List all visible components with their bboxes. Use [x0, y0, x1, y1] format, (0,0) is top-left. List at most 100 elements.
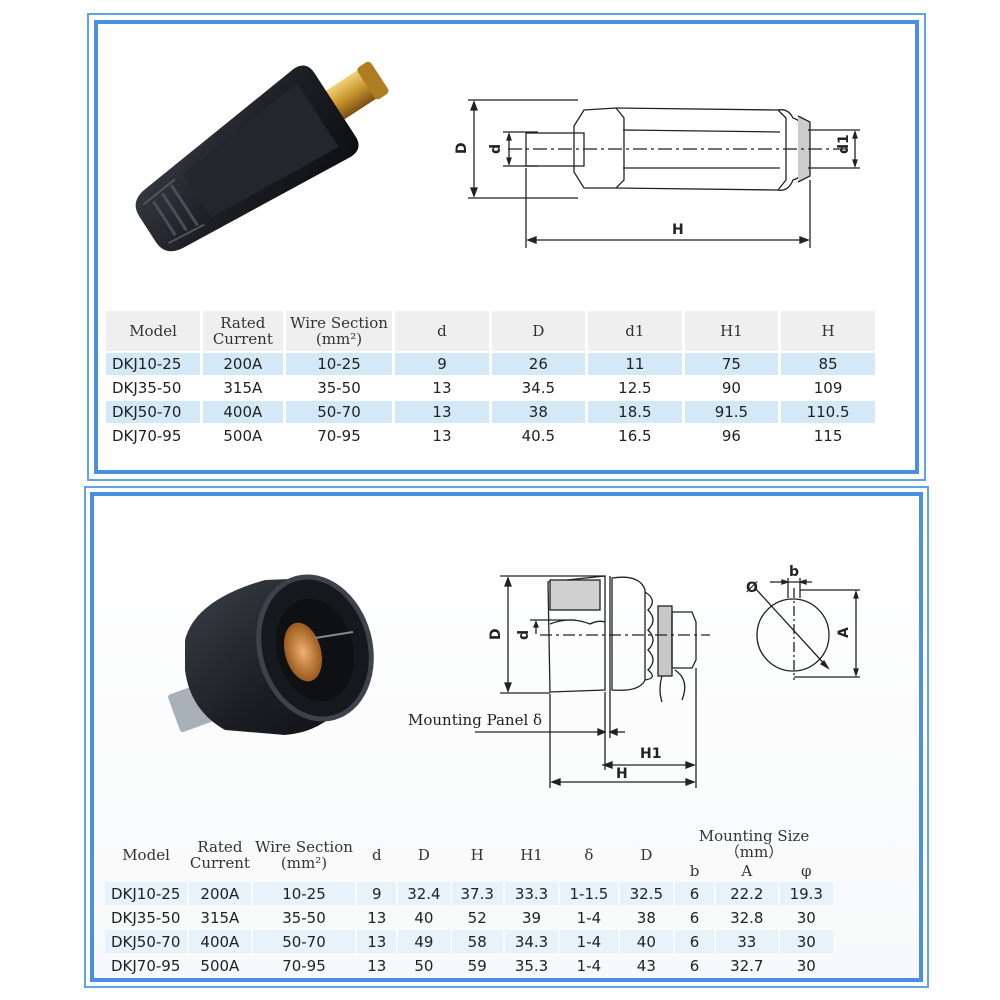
cell-wire-section: 70-95	[282, 956, 326, 975]
cell-model: DKJ50-70	[106, 401, 201, 423]
cell-d: 13	[395, 401, 489, 423]
cell-H1: 35.3	[514, 956, 549, 975]
cell-wire-section: 35-50	[317, 379, 361, 397]
cell-d: 13	[432, 427, 452, 445]
cell-phi: 30	[796, 956, 816, 975]
cell-d: 9	[357, 882, 397, 905]
cell-d: 9	[395, 353, 489, 375]
label-mounting-panel: Mounting Panel δ	[408, 711, 542, 729]
cell-rated-current: 200A	[189, 882, 251, 905]
cell-D: 50	[414, 956, 434, 975]
label-d: d	[488, 144, 504, 154]
cell-H: 115	[813, 427, 843, 445]
cell-H: 59	[467, 956, 487, 975]
label-H: H	[672, 222, 684, 238]
cell-model: DKJ70-95	[111, 956, 181, 975]
female-socket-photo	[168, 574, 374, 735]
header-wire-section: Wire Section(mm²)	[255, 837, 353, 872]
male-plug-photo	[135, 61, 389, 252]
table-row: DKJ50-70 400A 50-70 13 49 58 34.3 1-4 40…	[105, 930, 833, 953]
cell-model: DKJ50-70	[105, 930, 188, 953]
cell-rated-current: 400A	[203, 401, 283, 423]
label-phi: Ø	[746, 580, 758, 596]
cell-H1: 39	[521, 908, 542, 927]
header-model: Model	[122, 845, 170, 864]
cell-model: DKJ70-95	[112, 427, 182, 445]
cell-A: 22.2	[715, 882, 778, 905]
header-phi: φ	[801, 862, 812, 880]
cell-H1: 91.5	[684, 401, 779, 423]
cell-d1: 11	[588, 353, 682, 375]
header-H: H	[470, 845, 484, 864]
cell-A: 33	[715, 930, 778, 953]
cell-b: 6	[675, 882, 714, 905]
cell-delta: 1-1.5	[560, 882, 618, 905]
cell-D2: 43	[636, 956, 656, 975]
cell-d: 13	[357, 930, 397, 953]
table-row: DKJ70-95 500A 70-95 13 40.5 16.5 96 115	[106, 425, 875, 447]
cell-d: 13	[432, 379, 452, 397]
cell-H1: 33.3	[504, 882, 559, 905]
table-row: DKJ10-25 200A 10-25 9 26 11 75 85	[106, 353, 875, 375]
header-b: b	[689, 862, 700, 880]
cell-D: 26	[491, 353, 586, 375]
label-b: b	[789, 564, 799, 580]
table-row: DKJ70-95 500A 70-95 13 50 59 35.3 1-4 43…	[105, 954, 833, 977]
cell-H1: 34.3	[504, 930, 559, 953]
cell-phi: 30	[779, 930, 833, 953]
header-D2: D	[640, 845, 653, 864]
male-plug-dimension-diagram: D d d1 H	[454, 99, 860, 248]
header-H1: H1	[520, 845, 543, 864]
cell-wire-section: 50-70	[285, 401, 393, 423]
label-H1: H1	[640, 746, 661, 762]
cell-rated-current: 500A	[223, 427, 263, 445]
cell-D2: 40	[619, 930, 673, 953]
cell-b: 6	[689, 908, 700, 927]
cell-wire-section: 70-95	[317, 427, 361, 445]
female-socket-dimension-diagram: D d H1 H Mounting Panel δ Ø b A	[408, 564, 860, 788]
cell-H: 110.5	[781, 401, 875, 423]
cell-D: 40.5	[521, 427, 556, 445]
cell-d1: 18.5	[588, 401, 682, 423]
cell-A: 32.8	[730, 908, 764, 927]
label-d1: d1	[836, 134, 852, 154]
cell-model: DKJ35-50	[111, 908, 181, 927]
cell-d1: 12.5	[618, 379, 652, 397]
header-mounting-size: Mounting Size（mm）	[698, 827, 810, 861]
cell-rated-current: 500A	[200, 956, 240, 975]
bottom-panel-outer-frame	[84, 486, 929, 988]
cell-wire-section: 10-25	[252, 882, 356, 905]
cell-wire-section: 10-25	[285, 353, 393, 375]
table-subheader-row: b A φ	[105, 861, 833, 881]
cell-H1: 96	[721, 427, 741, 445]
header-H: H	[781, 311, 875, 351]
cell-rated-current: 400A	[189, 930, 251, 953]
cell-model: DKJ35-50	[112, 379, 182, 397]
cell-phi: 19.3	[779, 882, 833, 905]
header-D: D	[417, 845, 430, 864]
cell-d: 13	[367, 956, 387, 975]
table-row: DKJ35-50 315A 35-50 13 40 52 39 1-4 38 6…	[105, 906, 833, 929]
header-d: d	[395, 311, 489, 351]
cell-H: 58	[451, 930, 503, 953]
cell-D: 34.5	[521, 379, 556, 397]
cell-model: DKJ10-25	[106, 353, 201, 375]
cell-rated-current: 315A	[200, 908, 240, 927]
header-d1: d1	[588, 311, 682, 351]
table-row: DKJ35-50 315A 35-50 13 34.5 12.5 90 109	[106, 377, 875, 399]
cell-d: 13	[367, 908, 387, 927]
cell-D2: 38	[636, 908, 656, 927]
cell-D2: 32.5	[619, 882, 673, 905]
label-D: D	[488, 628, 504, 640]
label-H: H	[616, 766, 628, 782]
header-H1: H1	[684, 311, 779, 351]
cell-D: 32.4	[398, 882, 450, 905]
header-wire-section: Wire Section(mm²)	[285, 311, 393, 351]
header-A: A	[741, 862, 753, 880]
table-row: DKJ10-25 200A 10-25 9 32.4 37.3 33.3 1-1…	[105, 882, 833, 905]
cell-delta: 1-4	[576, 956, 602, 975]
